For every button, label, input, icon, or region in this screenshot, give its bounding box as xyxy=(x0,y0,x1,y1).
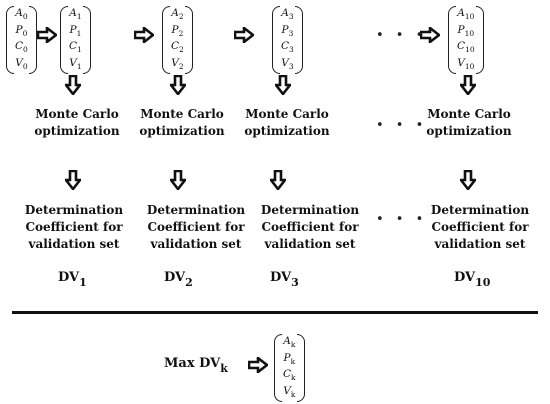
down-arrow-icon xyxy=(270,170,286,190)
max-dv-label: Max DVk xyxy=(164,356,228,375)
vector-entry: Ck xyxy=(283,368,296,383)
right-arrow-icon xyxy=(420,27,440,43)
dv-label-3: DV3 xyxy=(270,270,299,289)
right-arrow-icon xyxy=(37,27,57,43)
vector-entry: A2 xyxy=(171,7,184,22)
vector-entry: P1 xyxy=(69,23,82,38)
down-arrow-icon xyxy=(275,75,291,95)
right-arrow-icon xyxy=(234,27,254,43)
down-arrow-icon xyxy=(170,75,186,95)
dv-label-1: DV1 xyxy=(58,270,87,289)
vector-entry: C2 xyxy=(171,40,184,55)
ellipsis-bottom: • • • xyxy=(376,212,428,227)
vector-entry: A10 xyxy=(457,7,475,22)
vector-entry: A3 xyxy=(281,7,294,22)
divider xyxy=(12,311,538,314)
vector-entry: C1 xyxy=(69,40,82,55)
vector-entry: Vk xyxy=(283,384,296,399)
vector-entry: P10 xyxy=(457,23,475,38)
down-arrow-icon xyxy=(65,75,81,95)
vector-entry: V3 xyxy=(281,56,294,71)
down-arrow-icon xyxy=(170,170,186,190)
ellipsis-mid: • • • xyxy=(376,118,428,133)
dv-label-2: DV2 xyxy=(164,270,193,289)
vector-entry: Ak xyxy=(283,335,296,350)
dv-label-10: DV10 xyxy=(454,270,491,289)
ellipsis-top: • • • xyxy=(376,28,428,43)
vector-entry: A0 xyxy=(15,7,28,22)
vector-entry: V0 xyxy=(15,56,28,71)
vector-entry: C0 xyxy=(15,40,28,55)
vector-entry: P2 xyxy=(171,23,184,38)
vector-entry: V2 xyxy=(171,56,184,71)
vector-entry: P3 xyxy=(281,23,294,38)
vector-entry: A1 xyxy=(69,7,82,22)
vector-entry: Pk xyxy=(283,351,296,366)
right-arrow-icon xyxy=(134,27,154,43)
vector-entry: V10 xyxy=(457,56,475,71)
vector-entry: P0 xyxy=(15,23,28,38)
vector-entry: C3 xyxy=(281,40,294,55)
down-arrow-icon xyxy=(65,170,81,190)
down-arrow-icon xyxy=(460,75,476,95)
vector-entry: V1 xyxy=(69,56,82,71)
right-arrow-icon xyxy=(248,357,268,373)
vector-entry: C10 xyxy=(457,40,475,55)
down-arrow-icon xyxy=(460,170,476,190)
